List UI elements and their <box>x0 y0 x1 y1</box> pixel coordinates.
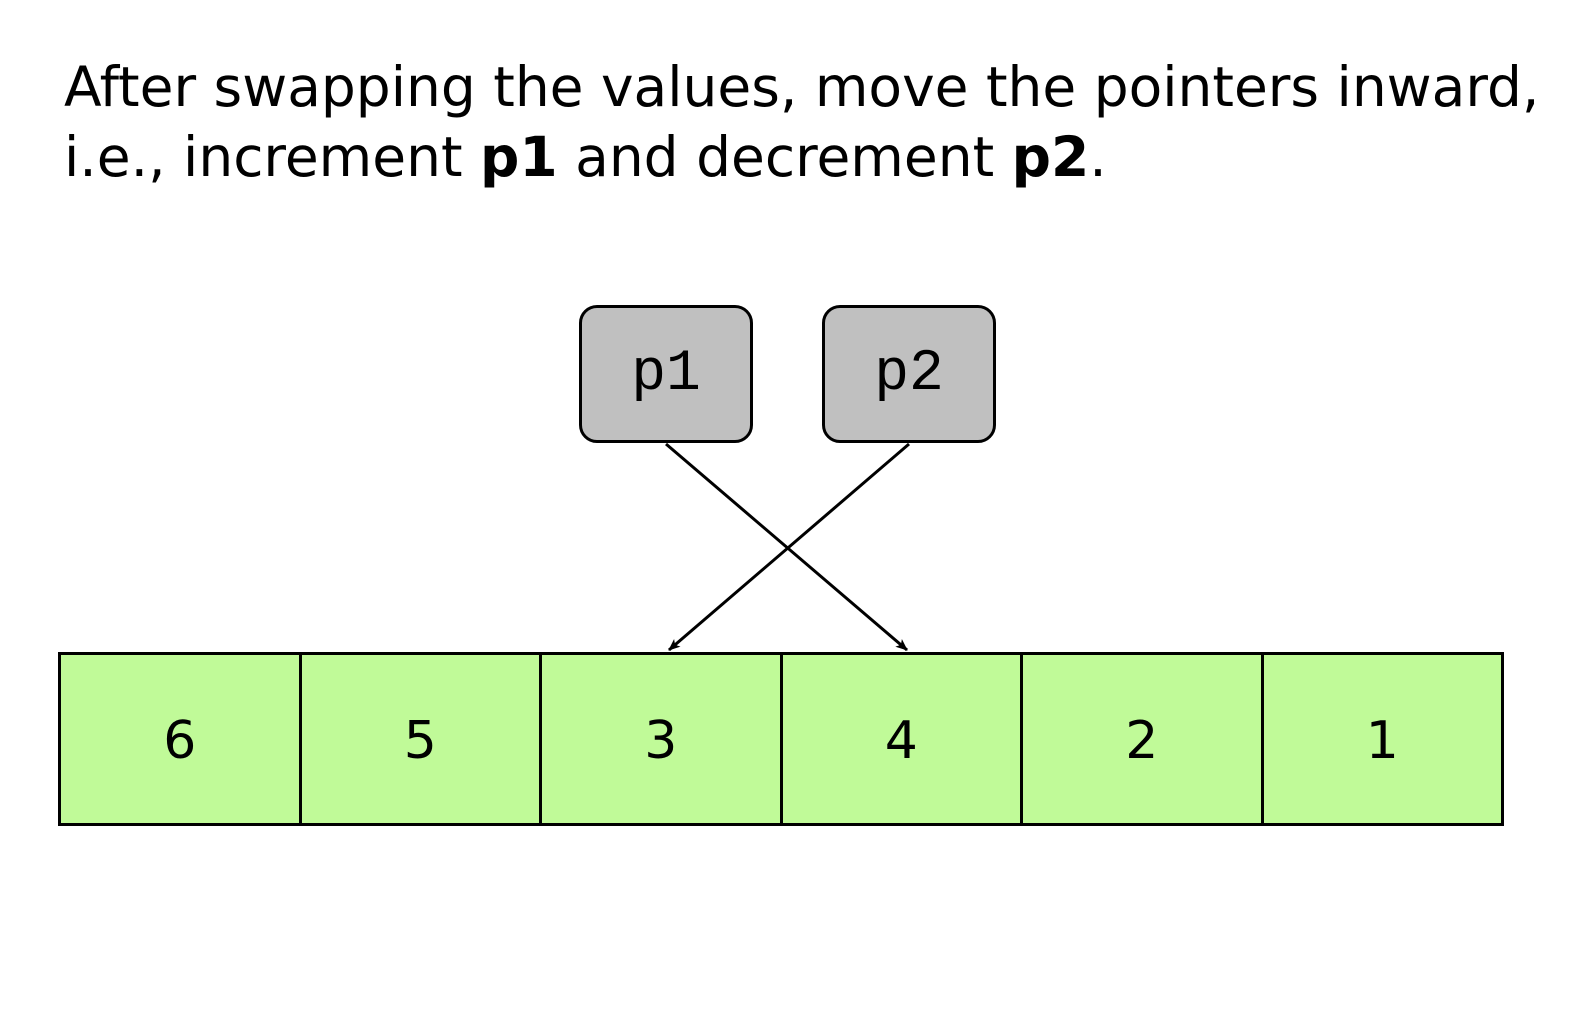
array-cell-0: 6 <box>58 652 302 826</box>
array-cell-3: 4 <box>779 652 1023 826</box>
pointer-p2: p2 <box>822 305 996 443</box>
array-cell-value: 6 <box>163 711 197 771</box>
arrow-p1 <box>665 442 908 652</box>
array-cell-1: 5 <box>298 652 542 826</box>
array-cell-5: 1 <box>1260 652 1504 826</box>
caption: After swapping the values, move the poin… <box>64 52 1544 192</box>
array-cell-value: 2 <box>1125 711 1159 771</box>
array-cell-value: 5 <box>403 711 437 771</box>
array-cell-value: 1 <box>1365 711 1399 771</box>
caption-text-3: . <box>1089 125 1107 189</box>
array-cell-4: 2 <box>1020 652 1264 826</box>
pointer-p1-label: p1 <box>631 341 701 407</box>
pointer-p2-label: p2 <box>874 341 944 407</box>
arrow-p2 <box>668 442 910 652</box>
array-cell-value: 3 <box>644 711 678 771</box>
caption-p2: p2 <box>1011 125 1090 189</box>
pointer-p1: p1 <box>579 305 753 443</box>
array: 6 5 3 4 2 1 <box>58 652 1504 826</box>
caption-text-1: After swapping the values, move the poin… <box>64 55 1540 189</box>
caption-text-2: and decrement <box>557 125 1012 189</box>
array-cell-2: 3 <box>539 652 783 826</box>
caption-p1: p1 <box>480 125 558 189</box>
array-cell-value: 4 <box>884 711 918 771</box>
